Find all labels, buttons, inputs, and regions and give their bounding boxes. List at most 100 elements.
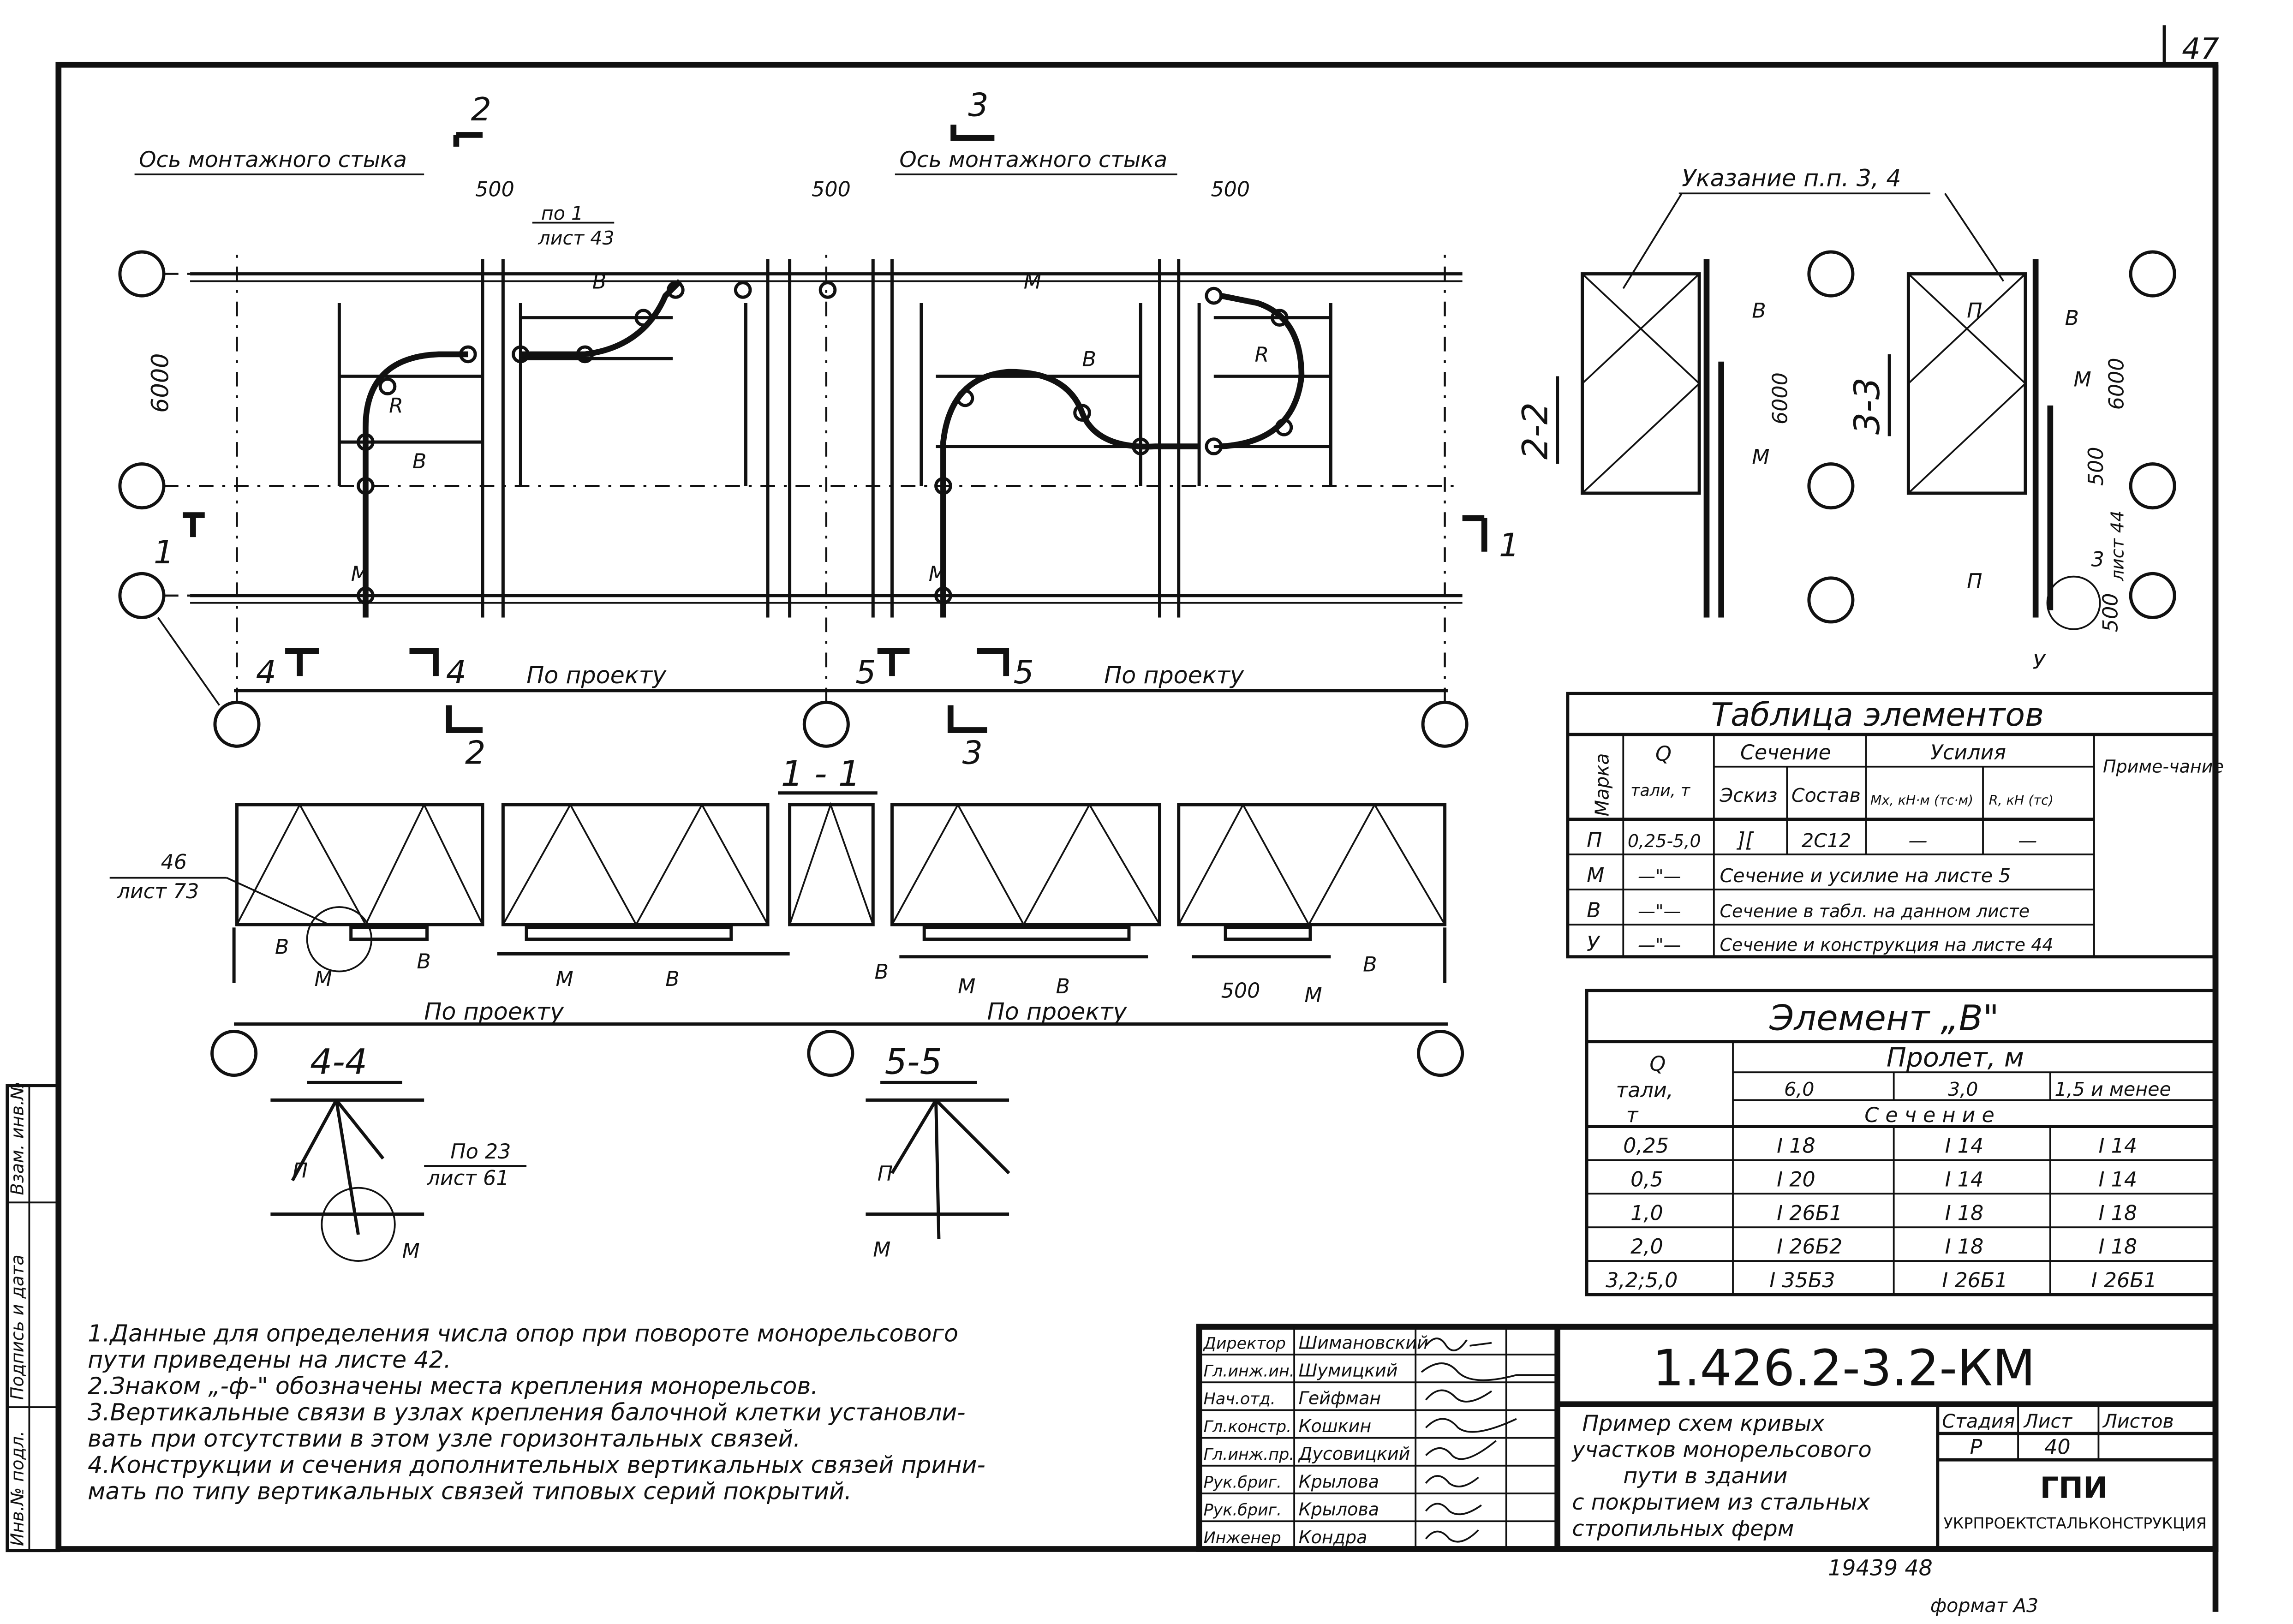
row-comp: 2С12 bbox=[1802, 830, 1851, 852]
table-b-row: 1,0 I 26Б1 I 18 I 18 bbox=[1630, 1201, 2137, 1225]
detail-circle bbox=[306, 906, 372, 973]
person-name: Крылова bbox=[1299, 1499, 1379, 1520]
signature bbox=[1425, 1389, 1493, 1403]
truss-web bbox=[891, 803, 1161, 927]
cut-label-5: 5 bbox=[1014, 654, 1034, 691]
mark-m: М bbox=[2074, 368, 2091, 392]
section-title-2-2: 2-2 bbox=[1514, 402, 1555, 460]
dim-6000: 6000 bbox=[147, 353, 174, 413]
row-q: 1,0 bbox=[1630, 1201, 1663, 1225]
cut-mark-2 bbox=[446, 705, 483, 733]
grid-circle bbox=[118, 462, 166, 510]
replacement-label: Взам. инв.№ bbox=[7, 1081, 28, 1195]
side-strip-frame bbox=[6, 1084, 60, 1552]
monorail-curve bbox=[363, 351, 468, 618]
description-line: Пример схем кривых bbox=[1582, 1411, 1825, 1436]
dim-500: 500 bbox=[2099, 593, 2123, 632]
beam-b-profile bbox=[922, 925, 1131, 941]
row-q: —"— bbox=[1638, 901, 1681, 921]
person-name: Дусовицкий bbox=[1298, 1444, 1410, 1464]
monorail-curve bbox=[519, 279, 682, 358]
signature bbox=[1425, 1418, 1517, 1433]
col-marka: Марка bbox=[1591, 753, 1613, 816]
row-span: Сечение в табл. на данном листе bbox=[1720, 901, 2030, 921]
by-project-label: По проекту bbox=[1104, 662, 1244, 689]
grid-circle bbox=[213, 700, 261, 748]
mark-b: В bbox=[1363, 953, 1377, 976]
row-r: — bbox=[2018, 830, 2037, 852]
cut-mark-1 bbox=[183, 512, 205, 537]
sheet-label: Лист bbox=[2023, 1410, 2072, 1432]
fixing-point bbox=[378, 377, 397, 395]
fixing-point bbox=[357, 586, 375, 605]
cut-label-5: 5 bbox=[855, 654, 876, 691]
cell: I 26Б2 bbox=[1777, 1235, 1842, 1259]
leader bbox=[1944, 193, 2004, 282]
inv-original-label: Инв.№ подл. bbox=[7, 1431, 28, 1546]
by-project-label: По проекту bbox=[424, 998, 564, 1025]
note-33-a: 3 bbox=[2091, 548, 2104, 572]
cut-mark-3 bbox=[947, 705, 987, 733]
cell: I 26Б1 bbox=[1777, 1201, 1842, 1225]
brace bbox=[1908, 273, 2027, 494]
col-q-unit: т bbox=[1626, 1104, 1639, 1127]
row-q: 0,5 bbox=[1630, 1168, 1663, 1191]
cut-label-1: 1 bbox=[1499, 526, 1519, 564]
mark-m: М bbox=[351, 562, 369, 586]
row-q: 3,2;5,0 bbox=[1606, 1269, 1678, 1292]
col-forces: Усилия bbox=[1930, 741, 2006, 764]
dim-6000: 6000 bbox=[2105, 358, 2128, 410]
note-line: вать при отсутствии в этом узле горизонт… bbox=[88, 1425, 800, 1452]
grid-circle bbox=[1421, 700, 1469, 748]
col-q: Q bbox=[1655, 742, 1672, 766]
person-name: Крылова bbox=[1299, 1471, 1379, 1492]
row-sketch: ][ bbox=[1737, 829, 1754, 852]
mark-b: В bbox=[1752, 299, 1766, 323]
fixing-point bbox=[934, 586, 952, 605]
by-project-label: По проекту bbox=[987, 998, 1128, 1025]
role: Гл.инж.пр. bbox=[1204, 1445, 1295, 1464]
cell: I 18 bbox=[2098, 1201, 2137, 1225]
fixing-point bbox=[818, 281, 837, 299]
cell: I 26Б1 bbox=[1942, 1269, 2007, 1292]
description-line: стропильных ферм bbox=[1572, 1516, 1794, 1541]
mark-p: П bbox=[293, 1159, 308, 1182]
cut-mark-2 bbox=[453, 132, 483, 147]
mark-p: П bbox=[1967, 570, 1982, 593]
fixing-point bbox=[734, 281, 752, 299]
col-section: Сечение bbox=[1740, 741, 1831, 764]
dim-500: 500 bbox=[1211, 178, 1250, 202]
fixing-point bbox=[667, 281, 685, 299]
cut-mark-1 bbox=[1462, 515, 1487, 552]
grid-circle bbox=[1417, 1029, 1464, 1077]
mark-b: В bbox=[1056, 975, 1069, 998]
cell: I 18 bbox=[2098, 1235, 2137, 1259]
grid-circle bbox=[1807, 462, 1855, 510]
grid-circle bbox=[210, 1029, 258, 1077]
mark-r: R bbox=[389, 394, 403, 418]
title-block: Директор Гл.инж.ин. Нач.отд. Гл.констр. … bbox=[1196, 1324, 2219, 1552]
grid-circle bbox=[1807, 250, 1855, 298]
mark-b: В bbox=[412, 450, 426, 473]
row-mark: В bbox=[1587, 899, 1600, 922]
detail-circle bbox=[2046, 575, 2101, 630]
grid-circle bbox=[2129, 250, 2176, 298]
monorail-curve bbox=[1220, 293, 1305, 449]
fixing-point bbox=[1271, 309, 1289, 327]
role: Рук.бриг. bbox=[1204, 1473, 1282, 1492]
truss-panel bbox=[890, 803, 1162, 926]
cut-mark-5 bbox=[977, 648, 1009, 676]
section-4-4: 4-4 П М По 23 лист 61 bbox=[270, 1041, 527, 1263]
section-2-2: 2-2 6000 В М bbox=[1514, 250, 1855, 624]
person-name: Гейфман bbox=[1299, 1388, 1381, 1409]
joint-axis-label: Ось монтажного стыка bbox=[139, 147, 407, 173]
grid-circle bbox=[807, 1029, 854, 1077]
fixing-point bbox=[1275, 418, 1293, 436]
fixing-point bbox=[357, 433, 375, 451]
section-3-3: 3-3 6000 500 500 П П В М У 3 лист 44 Ука… bbox=[1622, 164, 2176, 674]
mark-m: М bbox=[929, 562, 946, 586]
sheets-label: Листов bbox=[2102, 1410, 2174, 1432]
org-full: УКРПРОЕКТСТАЛЬКОНСТРУКЦИЯ bbox=[1943, 1514, 2206, 1532]
grid-circle bbox=[1807, 576, 1855, 624]
fixing-point bbox=[1205, 287, 1223, 305]
